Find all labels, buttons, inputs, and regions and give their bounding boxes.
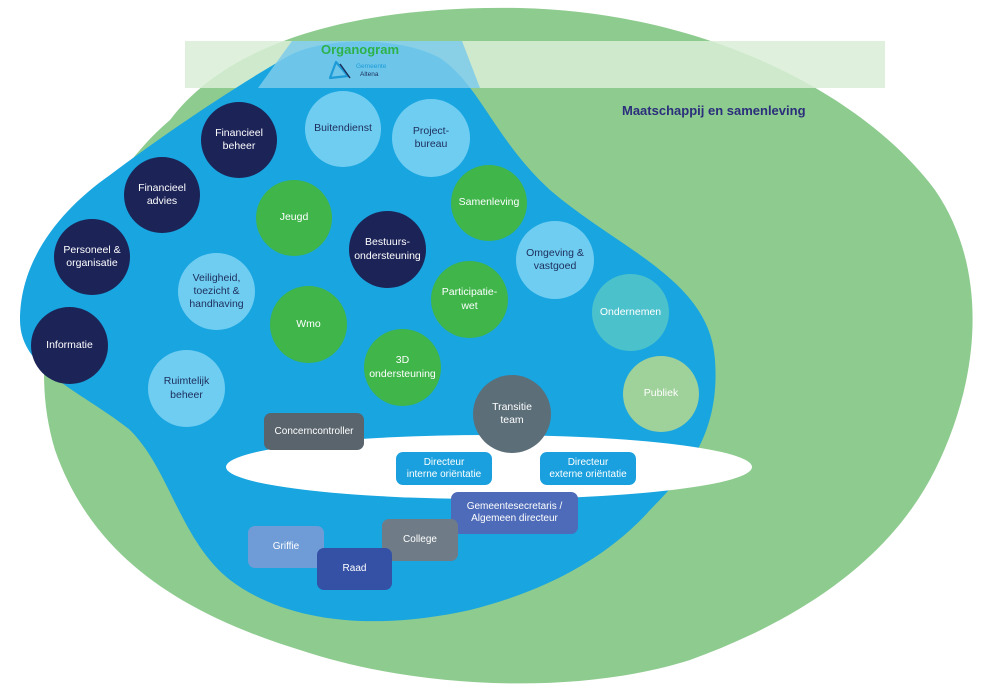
circle-bestuursondersteuning[interactable]: Bestuurs- ondersteuning <box>349 211 426 288</box>
circle-publiek[interactable]: Publiek <box>623 356 699 432</box>
circle-omgeving-vastgoed[interactable]: Omgeving & vastgoed <box>516 221 594 299</box>
box-gemeentesecretaris[interactable]: Gemeentesecretaris / Algemeen directeur <box>451 492 578 534</box>
circle-financieel-beheer[interactable]: Financieel beheer <box>201 102 277 178</box>
circle-samenleving[interactable]: Samenleving <box>451 165 527 241</box>
circle-jeugd[interactable]: Jeugd <box>256 180 332 256</box>
circle-buitendienst[interactable]: Buitendienst <box>305 91 381 167</box>
circle-ruimtelijk-beheer[interactable]: Ruimtelijk beheer <box>148 350 225 427</box>
page-title: Organogram <box>320 42 399 57</box>
box-concerncontroller[interactable]: Concerncontroller <box>264 413 364 450</box>
circle-projectbureau[interactable]: Project- bureau <box>392 99 470 177</box>
circle-transitieteam[interactable]: Transitie team <box>473 375 551 453</box>
box-raad[interactable]: Raad <box>317 548 392 590</box>
gemeente-altena-logo <box>328 60 351 80</box>
circle-veiligheid-toezicht-handhaving[interactable]: Veiligheid, toezicht & handhaving <box>178 253 255 330</box>
circle-personeel-organisatie[interactable]: Personeel & organisatie <box>54 219 130 295</box>
circle-wmo[interactable]: Wmo <box>270 286 347 363</box>
circle-3d-ondersteuning[interactable]: 3D ondersteuning <box>364 329 441 406</box>
logo-text-gemeente: Gemeente <box>356 63 387 70</box>
circle-financieel-advies[interactable]: Financieel advies <box>124 157 200 233</box>
logo-text-altena: Altena <box>360 71 379 78</box>
box-directeur-externe-orientatie[interactable]: Directeur externe oriëntatie <box>540 452 636 485</box>
header-band-overlay <box>258 41 480 88</box>
circle-participatiewet[interactable]: Participatie- wet <box>431 261 508 338</box>
box-college[interactable]: College <box>382 519 458 561</box>
box-directeur-interne-orientatie[interactable]: Directeur interne oriëntatie <box>396 452 492 485</box>
circle-informatie[interactable]: Informatie <box>31 307 108 384</box>
box-griffie[interactable]: Griffie <box>248 526 324 568</box>
circle-ondernemen[interactable]: Ondernemen <box>592 274 669 351</box>
society-area-label: Maatschappij en samenleving <box>622 103 806 118</box>
